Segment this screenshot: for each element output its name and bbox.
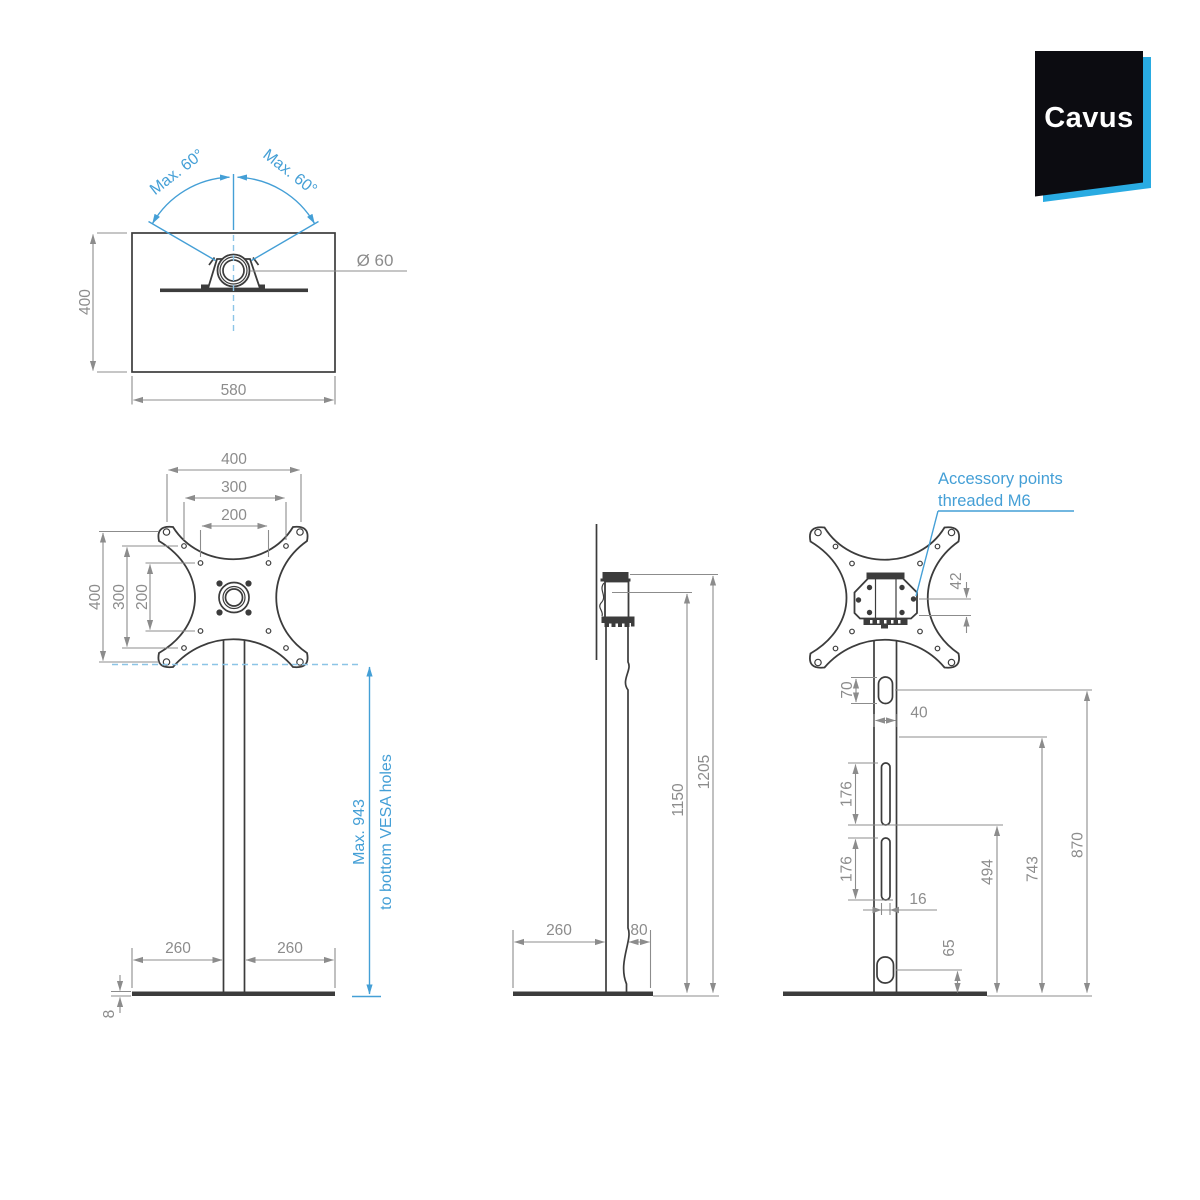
- height-494-dim: 494: [980, 859, 997, 885]
- accessory-note-line1: Accessory points: [938, 470, 1063, 488]
- side-view-drawing: 260 80 1150 1205: [512, 524, 719, 997]
- swivel-angle-right-label: Max. 60°: [260, 146, 320, 198]
- floor-base-side: [513, 991, 653, 996]
- top-width-dim: 580: [221, 382, 247, 399]
- base-left-260-dim: 260: [165, 940, 191, 957]
- vesa-width-300-dim: 300: [221, 479, 247, 496]
- slot-upper: [880, 762, 891, 826]
- column-offset-80-dim: 80: [630, 922, 648, 939]
- vesa-height-400-dim: 400: [87, 584, 104, 610]
- mount-cap-side: [602, 572, 629, 579]
- slot-width-16-dim: 16: [909, 891, 926, 908]
- accessory-note-line2: threaded M6: [938, 492, 1031, 510]
- mount-bracket-back: [853, 577, 918, 620]
- logo-black-shape: [1035, 51, 1143, 197]
- accessory-spacing-42-dim: 42: [948, 572, 965, 589]
- height-870-dim: 870: [1070, 832, 1087, 858]
- height-743-dim: 743: [1025, 856, 1042, 882]
- front-view-drawing: 400 300 200 400 300 200 260 260 8: [87, 451, 395, 1018]
- accessory-leader-line: [915, 510, 939, 597]
- floor-base-front: [132, 991, 335, 996]
- swivel-arc-right: [237, 174, 316, 224]
- swivel-angle-left-label: Max. 60°: [147, 146, 207, 198]
- slot-lower: [880, 837, 891, 901]
- back-view-drawing: Accessory points threaded M6 42 70 40 17…: [783, 470, 1092, 997]
- tube-diameter-label: Ø 60: [357, 251, 394, 270]
- max-height-label: Max. 943: [351, 799, 368, 865]
- slot-lower-176-dim: 176: [839, 856, 856, 882]
- brand-name: Cavus: [1044, 102, 1134, 134]
- brand-logo: Cavus: [1035, 51, 1151, 202]
- slot-upper-176-dim: 176: [839, 781, 856, 807]
- vesa-width-200-dim: 200: [221, 507, 247, 524]
- floor-base-back: [783, 991, 987, 996]
- column-side-profile: [622, 627, 630, 992]
- base-plate-outline-top: [131, 232, 336, 373]
- vesa-height-300-dim: 300: [111, 584, 128, 610]
- vesa-height-200-dim: 200: [134, 584, 151, 610]
- base-depth-260-dim: 260: [546, 922, 572, 939]
- top-view-drawing: Max. 60° Max. 60° Ø 60 400 580: [77, 146, 407, 405]
- base-thickness-dim: 8: [101, 1010, 118, 1019]
- max-height-note-label: to bottom VESA holes: [378, 754, 395, 910]
- vesa-width-400-dim: 400: [221, 451, 247, 468]
- mount-cylinder-side: [604, 580, 630, 619]
- height-1205-dim: 1205: [696, 755, 713, 789]
- swivel-arc-left: [151, 174, 230, 224]
- top-height-dim: 400: [77, 289, 94, 315]
- top-hole-70-dim: 70: [839, 681, 856, 699]
- height-1150-dim: 1150: [670, 783, 687, 817]
- cable-hole-top: [877, 676, 894, 705]
- cable-hole-bottom: [876, 956, 895, 984]
- tube-front: [218, 581, 250, 614]
- mount-bracket-side: [601, 616, 634, 623]
- base-right-260-dim: 260: [277, 940, 303, 957]
- accessory-point-hole: [910, 596, 917, 602]
- hole-offset-40-dim: 40: [910, 705, 928, 722]
- bottom-hole-65-dim: 65: [941, 939, 958, 956]
